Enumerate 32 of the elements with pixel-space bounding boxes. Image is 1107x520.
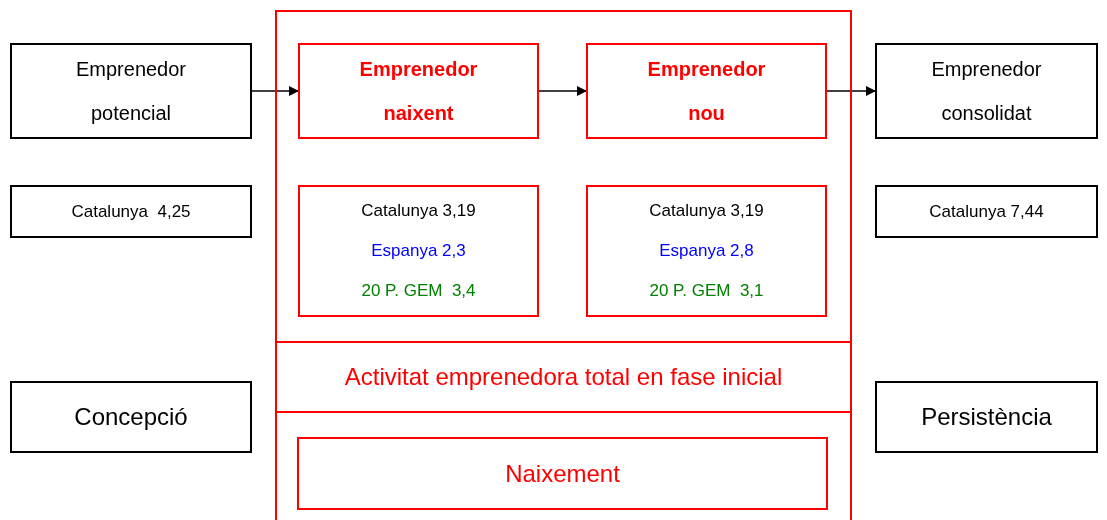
stage-box	[10, 43, 252, 139]
stage-box	[875, 381, 1098, 453]
band	[275, 341, 852, 413]
stage-box	[875, 43, 1098, 139]
node-label: Persistència	[921, 402, 1052, 432]
node-label: Catalunya 7,44	[929, 200, 1044, 223]
node-label: Espanya 2,3	[371, 240, 466, 262]
stage-box	[298, 43, 539, 139]
node-label: Concepció	[74, 402, 188, 432]
node-label: Catalunya 4,25	[71, 200, 191, 223]
node-label: Catalunya 3,19	[361, 200, 476, 222]
arrow	[251, 86, 299, 96]
arrow	[826, 86, 876, 96]
node-label: 20 P. GEM 3,4	[361, 280, 476, 302]
stage-box	[298, 185, 539, 317]
node-label: Emprenedor naixent	[358, 57, 479, 126]
node-label: 20 P. GEM 3,1	[649, 280, 764, 302]
stage-box	[10, 185, 252, 238]
stage-box	[10, 381, 252, 453]
stage-box	[297, 437, 828, 510]
node-label: Emprenedor consolidat	[930, 57, 1043, 126]
node-label: Emprenedor potencial	[74, 57, 188, 126]
node-label: Catalunya 3,19	[649, 200, 764, 222]
stage-box	[586, 43, 827, 139]
stage-box	[586, 185, 827, 317]
node-label: Emprenedor nou	[646, 57, 767, 126]
arrow	[538, 86, 587, 96]
container-box	[275, 10, 852, 520]
stage-box	[875, 185, 1098, 238]
node-label: Activitat emprenedora total en fase inicial	[344, 362, 783, 392]
node-label: Espanya 2,8	[659, 240, 754, 262]
node-label: Naixement	[505, 458, 620, 489]
